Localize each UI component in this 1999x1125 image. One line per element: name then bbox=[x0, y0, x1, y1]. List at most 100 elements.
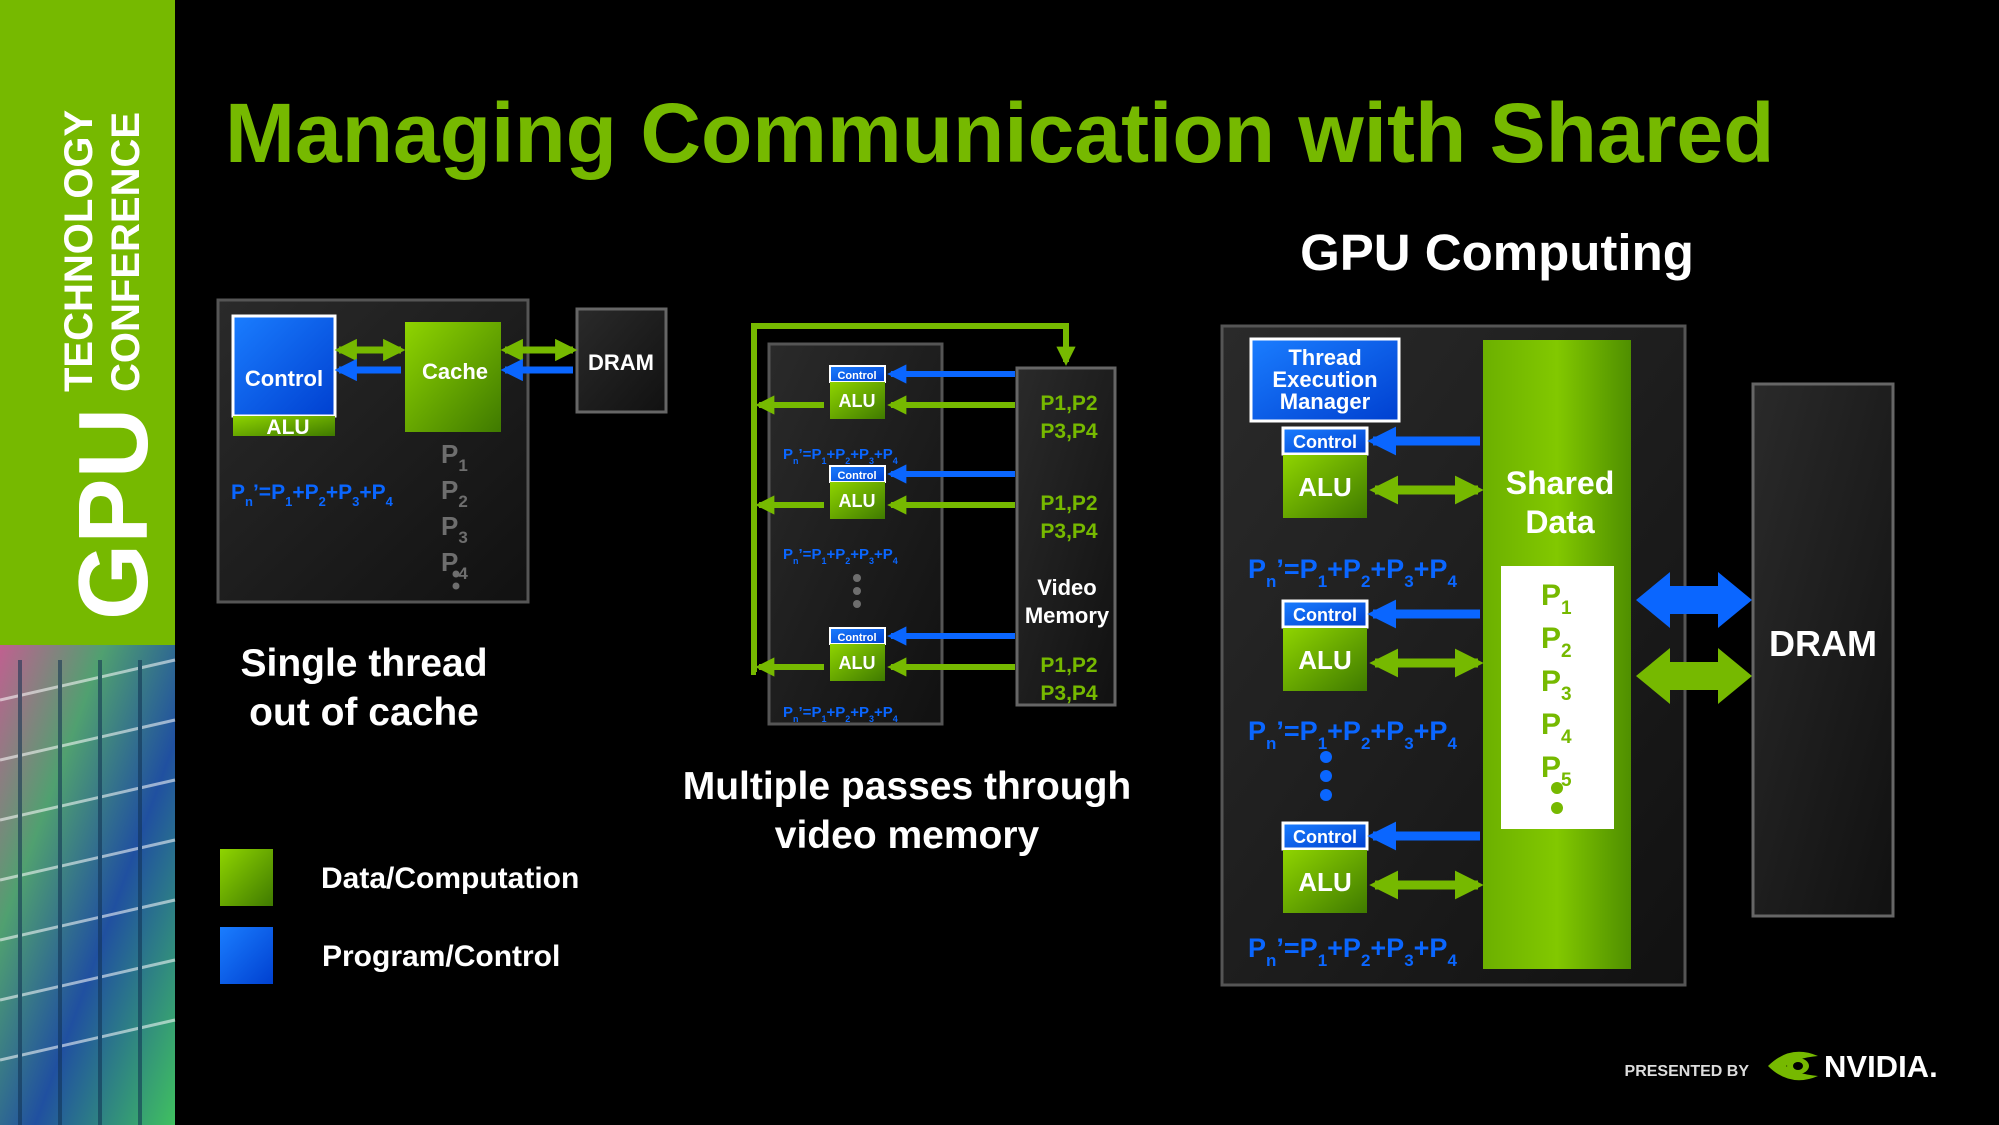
p1-alu-label: ALU bbox=[266, 416, 309, 439]
p2-formula: Pn’=P1+P2+P3+P4 bbox=[783, 546, 898, 566]
p2-p-pair-a: P1,P2 bbox=[1040, 492, 1097, 515]
legend-program-label: Program/Control bbox=[322, 940, 560, 973]
p3-p-ellipsis-dot bbox=[1551, 782, 1563, 794]
p2-p-pair-a: P1,P2 bbox=[1040, 392, 1097, 415]
p3-shared-dram-program-arrow bbox=[1636, 572, 1752, 628]
slide-title: Managing Communication with Shared bbox=[225, 86, 1774, 180]
p3-control-label: Control bbox=[1293, 827, 1357, 847]
p1-p4: P4 bbox=[441, 547, 468, 583]
p3-alu-box bbox=[1283, 850, 1367, 913]
p3-formula: Pn’=P1+P2+P3+P4 bbox=[1248, 716, 1457, 753]
p3-p5: P5 bbox=[1541, 751, 1572, 791]
p2-control-label: Control bbox=[837, 370, 876, 382]
p1-dram-box bbox=[575, 307, 668, 414]
p2-ellipsis-dot bbox=[853, 587, 861, 595]
p1-alu-box bbox=[233, 416, 335, 436]
circuit-board-texture bbox=[0, 658, 176, 1125]
p2-alu-box bbox=[830, 382, 885, 419]
p1-p3: P3 bbox=[441, 511, 468, 547]
p2-alu-label: ALU bbox=[839, 391, 876, 411]
legend-data-swatch bbox=[220, 849, 273, 906]
p3-ellipsis-dot bbox=[1320, 751, 1332, 763]
p2-p-pair-b: P3,P4 bbox=[1040, 420, 1098, 443]
p3-formula: Pn’=P1+P2+P3+P4 bbox=[1248, 554, 1457, 591]
p3-formula: Pn’=P1+P2+P3+P4 bbox=[1248, 933, 1457, 970]
p3-dram-box bbox=[1751, 382, 1895, 918]
sidebar-brand-panel bbox=[0, 0, 175, 645]
p1-control-label: Control bbox=[245, 366, 323, 391]
p2-control-label: Control bbox=[837, 470, 876, 482]
p1-formula: Pn’=P1+P2+P3+P4 bbox=[231, 481, 394, 509]
sidebar-technology-text: TECHNOLOGY bbox=[57, 109, 101, 392]
p2-caption-line2: video memory bbox=[775, 814, 1040, 857]
p3-thread-execution-manager bbox=[1249, 337, 1401, 423]
p3-tem-line2: Execution bbox=[1272, 367, 1377, 392]
p1-caption-line1: Single thread bbox=[240, 642, 487, 685]
legend-program-swatch bbox=[220, 927, 273, 984]
presented-by-text: PRESENTED BY bbox=[1625, 1063, 1750, 1080]
p1-p2: P2 bbox=[441, 475, 468, 511]
p3-heading: GPU Computing bbox=[1300, 224, 1694, 281]
p3-shared-label: Shared bbox=[1506, 465, 1614, 501]
p1-control-box bbox=[231, 314, 337, 418]
sidebar-gpu-text: GPU bbox=[58, 408, 168, 620]
p2-ellipsis-dot bbox=[853, 600, 861, 608]
p2-p-pair-a: P1,P2 bbox=[1040, 654, 1097, 677]
p2-video-memory-box bbox=[1015, 366, 1117, 707]
p3-p1: P1 bbox=[1541, 579, 1572, 619]
p3-p3: P3 bbox=[1541, 665, 1572, 705]
p3-control-label: Control bbox=[1293, 432, 1357, 452]
p3-dram-label: DRAM bbox=[1769, 623, 1877, 664]
circuit-board-image bbox=[0, 645, 175, 1125]
p2-formula: Pn’=P1+P2+P3+P4 bbox=[783, 704, 898, 724]
sidebar-conference-text: CONFERENCE bbox=[104, 112, 148, 392]
p2-feedback-loop-arrow bbox=[751, 323, 1076, 675]
p1-caption-line2: out of cache bbox=[249, 691, 479, 734]
p2-alu-box bbox=[830, 482, 885, 519]
p3-alu-box bbox=[1283, 628, 1367, 691]
p2-p-pair-b: P3,P4 bbox=[1040, 520, 1098, 543]
nvidia-logo-text: NVIDIA. bbox=[1824, 1049, 1938, 1084]
p2-alu-label: ALU bbox=[839, 653, 876, 673]
p3-ellipsis-dot bbox=[1320, 770, 1332, 782]
legend-data-label: Data/Computation bbox=[321, 862, 579, 895]
p3-control-box bbox=[1281, 426, 1369, 456]
p3-alu-label: ALU bbox=[1298, 472, 1351, 502]
p2-memory-label: Memory bbox=[1025, 603, 1110, 628]
p3-p-list: P1 P2 P3 P4 P5 bbox=[1541, 579, 1572, 791]
p2-alu-label: ALU bbox=[839, 491, 876, 511]
p2-formula: Pn’=P1+P2+P3+P4 bbox=[783, 446, 898, 466]
p1-cache-box bbox=[405, 322, 501, 432]
p2-video-label: Video bbox=[1037, 575, 1097, 600]
p2-control-label: Control bbox=[837, 632, 876, 644]
p1-cache-label: Cache bbox=[422, 359, 488, 384]
p3-p4: P4 bbox=[1541, 708, 1572, 748]
p2-alu-box bbox=[830, 644, 885, 681]
nvidia-eye-icon bbox=[1768, 1051, 1818, 1081]
p3-ellipsis-dot bbox=[1320, 789, 1332, 801]
p3-tem-line1: Thread bbox=[1288, 345, 1361, 370]
p3-alu-label: ALU bbox=[1298, 867, 1351, 897]
p3-tem-line3: Manager bbox=[1280, 389, 1371, 414]
p3-data-label: Data bbox=[1525, 504, 1595, 540]
p1-p1: P1 bbox=[441, 439, 468, 475]
p2-ellipsis-dot bbox=[853, 574, 861, 582]
p2-caption-line1: Multiple passes through bbox=[683, 765, 1132, 808]
p3-control-box bbox=[1281, 821, 1369, 851]
p3-shared-dram-data-arrow bbox=[1636, 648, 1752, 704]
p3-alu-label: ALU bbox=[1298, 645, 1351, 675]
p1-ellipsis-dot bbox=[452, 570, 460, 578]
p3-p-ellipsis-dot bbox=[1551, 802, 1563, 814]
p1-dram-label: DRAM bbox=[588, 350, 654, 375]
p3-p2: P2 bbox=[1541, 622, 1572, 662]
p3-control-box bbox=[1281, 599, 1369, 629]
p2-p-pair-b: P3,P4 bbox=[1040, 682, 1098, 705]
